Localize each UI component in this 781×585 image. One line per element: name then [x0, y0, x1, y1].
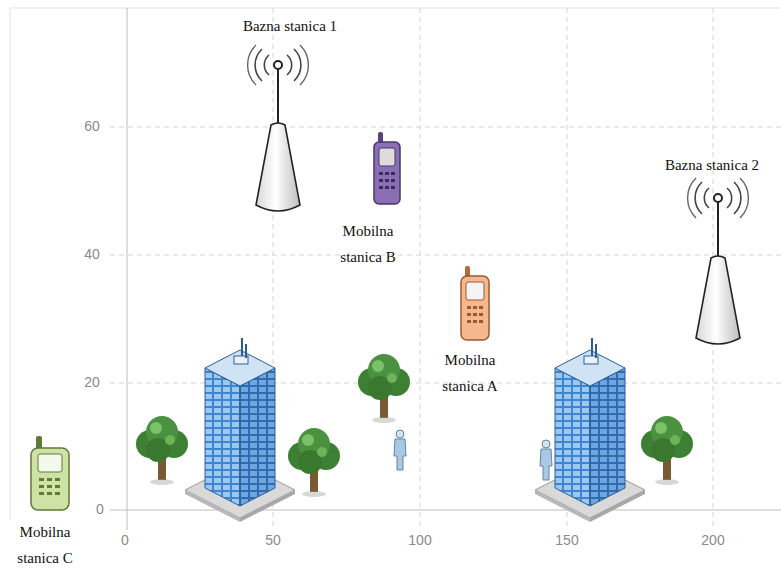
- tree-icon: [358, 354, 410, 423]
- base-station-icon: [248, 45, 309, 211]
- station-label: Bazna stanica 2: [665, 152, 759, 178]
- axis-tick: 20: [84, 374, 100, 390]
- axis-tick: 150: [555, 532, 578, 548]
- person-icon: [394, 430, 406, 470]
- axis-tick: 50: [265, 532, 281, 548]
- station-label: Bazna stanica 1: [243, 13, 337, 39]
- tree-icon: [288, 428, 340, 497]
- station-label: Mobilna stanica A: [429, 347, 511, 399]
- axis-tick: 60: [84, 118, 100, 134]
- person-icon: [540, 440, 552, 480]
- tree-icon: [136, 416, 188, 485]
- axis-tick: 200: [701, 532, 724, 548]
- axis-tick: 100: [408, 532, 431, 548]
- mobile-phone-icon: [374, 132, 400, 204]
- axis-tick: 0: [96, 501, 104, 517]
- station-label: Mobilna stanica C: [4, 519, 86, 571]
- mobile-phone-icon: [461, 266, 489, 340]
- axis-tick: 40: [84, 246, 100, 262]
- building-icon: [535, 338, 645, 522]
- station-label: Mobilna stanica B: [327, 218, 409, 270]
- mobile-phone-icon: [31, 436, 69, 510]
- building-icon: [185, 338, 295, 522]
- base-station-icon: [688, 178, 749, 344]
- tree-icon: [641, 416, 693, 485]
- axis-tick: 0: [121, 532, 129, 548]
